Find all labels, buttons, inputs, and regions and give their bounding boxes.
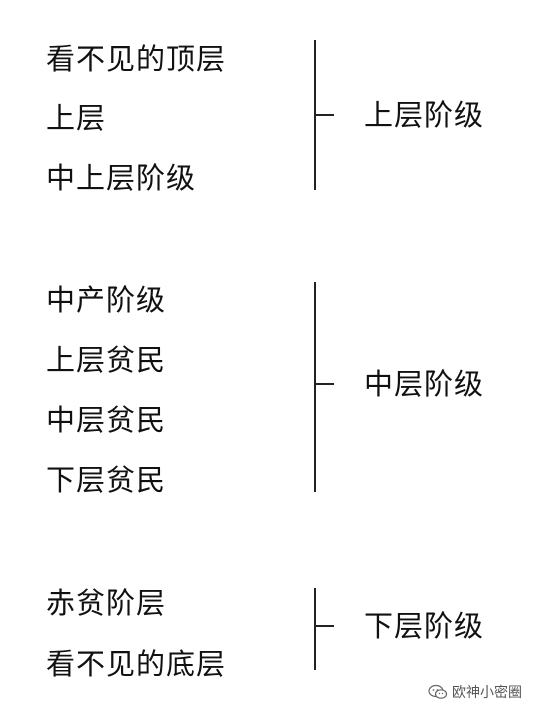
group-2-bracket-tick — [314, 383, 334, 385]
wechat-icon — [428, 684, 448, 699]
group-2-item-2: 上层贫民 — [46, 343, 167, 377]
group-2-bracket — [314, 282, 316, 492]
watermark: 欧神小密圈 — [428, 682, 522, 702]
group-1-item-3: 中上层阶级 — [46, 161, 197, 195]
group-1-item-1: 看不见的顶层 — [46, 42, 227, 76]
group-3-bracket-tick — [314, 625, 334, 627]
group-1-label: 上层阶级 — [364, 98, 485, 132]
group-3-bracket — [314, 588, 316, 670]
group-2-label: 中层阶级 — [364, 367, 485, 401]
group-2-item-4: 下层贫民 — [46, 463, 167, 497]
watermark-text: 欧神小密圈 — [452, 685, 522, 701]
group-1-bracket-tick — [314, 114, 334, 116]
group-3-label: 下层阶级 — [364, 609, 485, 643]
group-3-item-2: 看不见的底层 — [46, 647, 227, 681]
group-2-item-3: 中层贫民 — [46, 403, 167, 437]
group-2-item-1: 中产阶级 — [46, 283, 167, 317]
group-3-item-1: 赤贫阶层 — [46, 586, 167, 620]
group-1-item-2: 上层 — [46, 101, 107, 135]
